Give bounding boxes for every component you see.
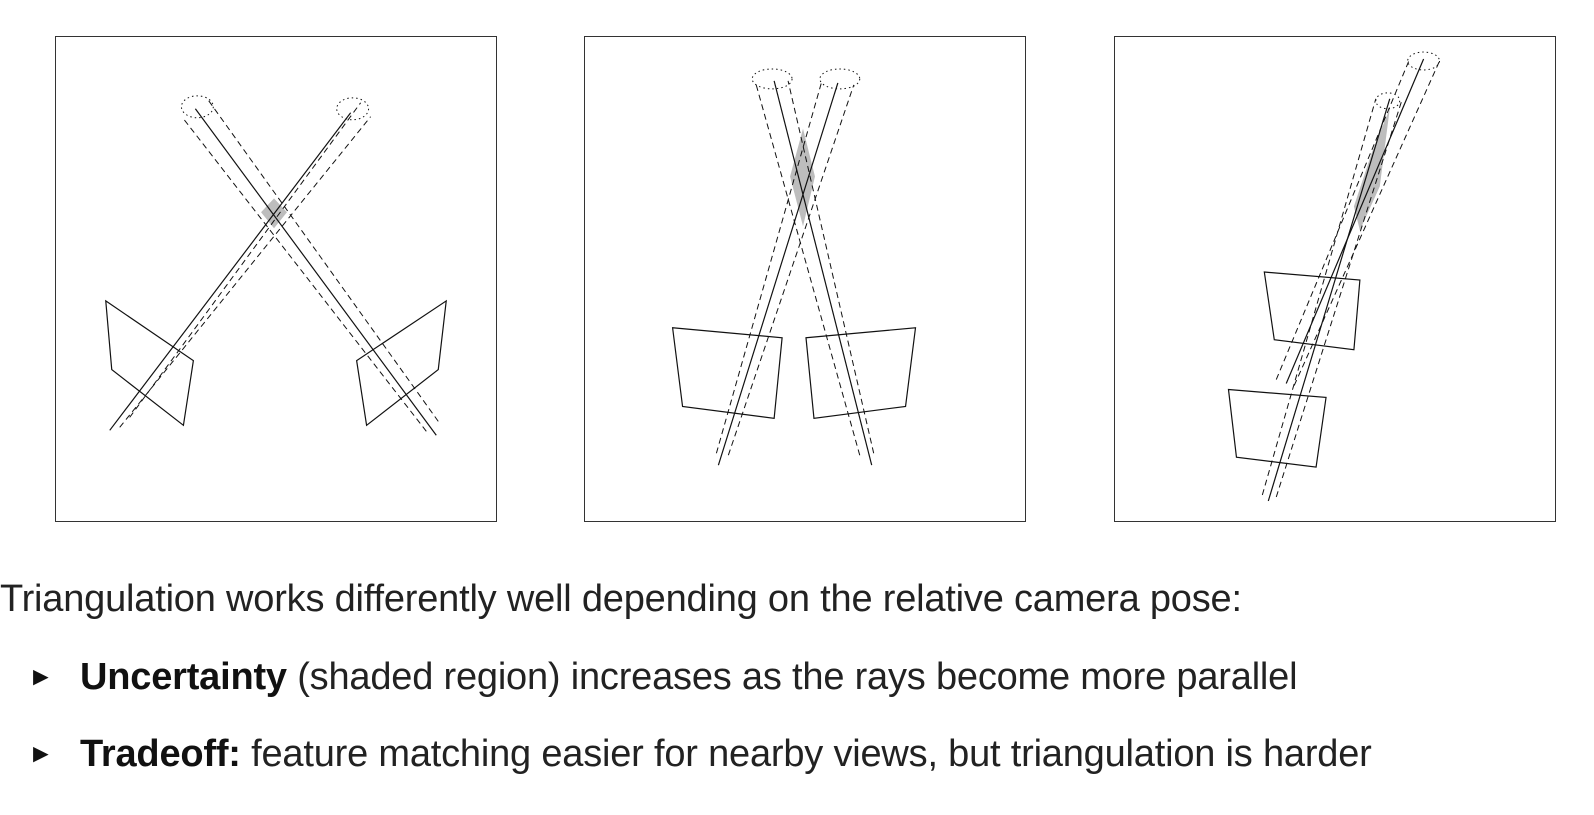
left-camera-ray [715,80,855,466]
ray-end-cap-left [751,68,793,90]
ray-end-cap-lower [1375,92,1401,110]
bullet-description: (shaded region) increases as the rays be… [286,656,1298,698]
left-camera-frame [105,299,195,427]
left-camera-ray [109,102,371,431]
bullet-term: Tradeoff: [80,733,241,775]
triangle-bullet-icon: ► [28,661,54,691]
triangulation-panel-narrow-baseline [584,36,1026,522]
caption-text: Triangulation works differently well dep… [0,578,1242,620]
upper-camera-ray [1275,58,1440,386]
triangulation-panel-wide-baseline [55,36,497,522]
bullet-uncertainty: ► Uncertainty (shaded region) increases a… [28,656,1298,699]
ray-end-cap-right [819,68,861,90]
narrow-baseline-diagram [671,68,917,466]
uncertainty-region [1353,108,1390,231]
left-camera-frame [671,327,783,420]
lower-camera-ray [1261,98,1403,502]
bullet-description: feature matching easier for nearby views… [240,733,1372,775]
right-camera-ray [183,98,439,436]
right-camera-frame [805,327,917,420]
lower-camera-frame [1227,388,1327,468]
upper-camera-frame [1263,271,1361,351]
ray-end-cap-right [336,97,370,121]
right-camera-ray [755,80,875,466]
forward-motion-diagram [1227,51,1441,502]
uncertainty-region [790,128,815,227]
triangulation-panel-forward-motion [1114,36,1556,522]
bullet-tradeoff: ► Tradeoff: feature matching easier for n… [28,733,1372,776]
triangle-bullet-icon: ► [28,738,54,768]
right-camera-frame [355,299,447,427]
ray-end-cap-upper [1407,51,1441,71]
bullet-term: Uncertainty [80,656,287,698]
ray-end-cap-left [180,95,214,119]
wide-baseline-diagram [105,95,447,436]
